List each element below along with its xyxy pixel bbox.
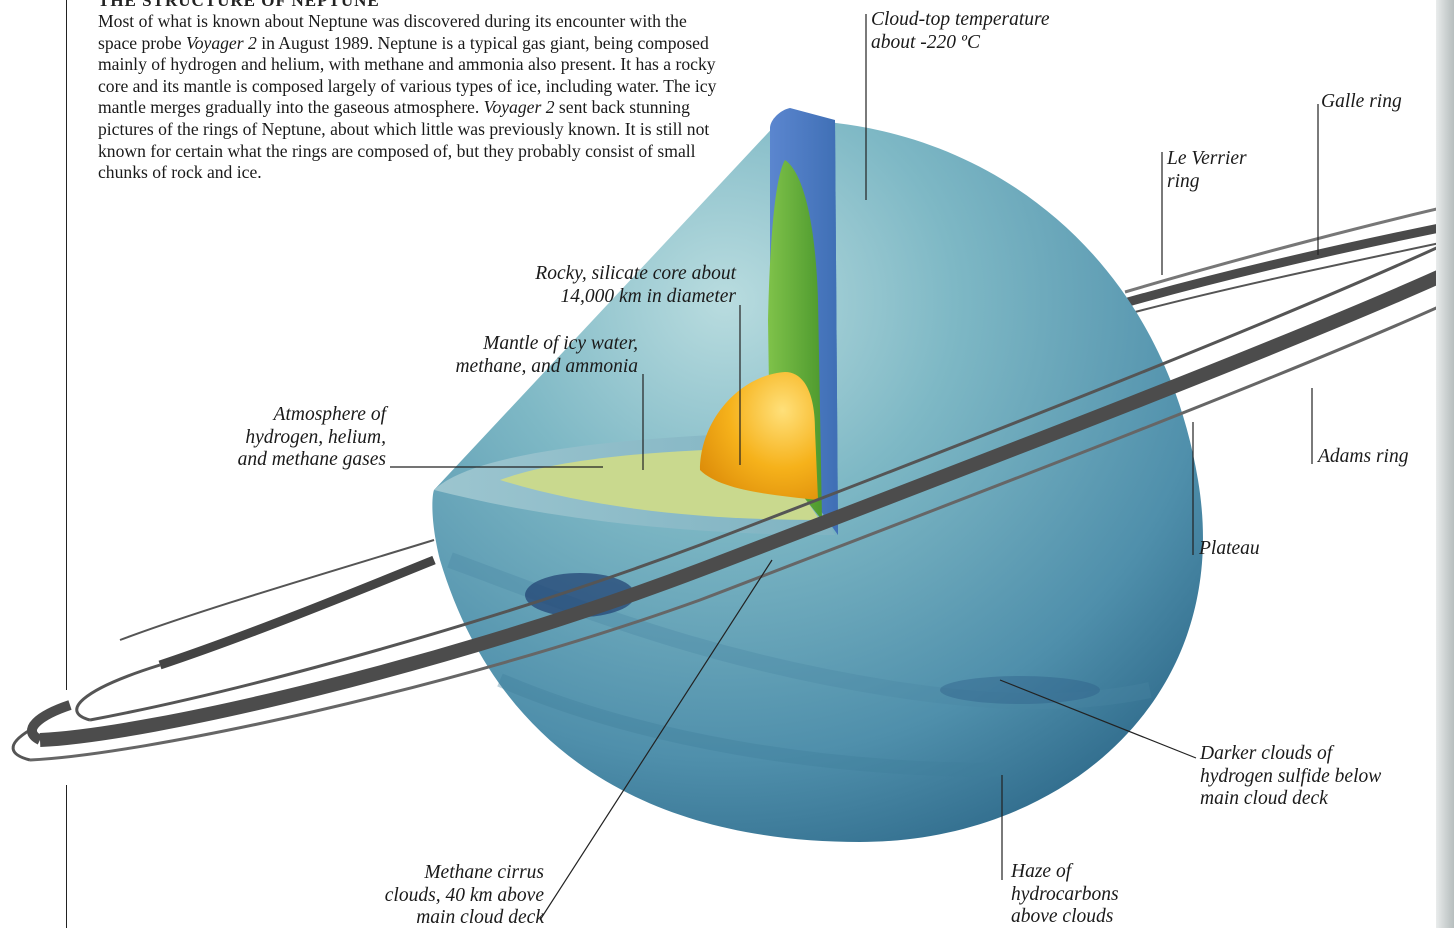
label-rocky-core: Rocky, silicate core about 14,000 km in … — [535, 263, 736, 308]
label-atmosphere: Atmosphere of hydrogen, helium, and meth… — [238, 404, 386, 472]
label-plateau: Plateau — [1199, 538, 1260, 561]
intro-probe-name: Voyager 2 — [484, 97, 555, 117]
label-le-verrier-ring: Le Verrier ring — [1167, 148, 1247, 193]
label-haze: Haze of hydrocarbons above clouds — [1011, 861, 1119, 929]
page-rule-top — [66, 0, 67, 690]
label-cloud-top-temperature: Cloud-top temperature about -220 ºC — [871, 9, 1050, 54]
label-adams-ring: Adams ring — [1318, 446, 1408, 469]
page-edge — [1436, 0, 1454, 928]
section-heading: THE STRUCTURE OF NEPTUNE — [98, 0, 380, 11]
label-methane-cirrus: Methane cirrus clouds, 40 km above main … — [385, 862, 544, 930]
label-mantle: Mantle of icy water, methane, and ammoni… — [455, 333, 638, 378]
intro-probe-name: Voyager 2 — [186, 33, 257, 53]
label-darker-clouds: Darker clouds of hydrogen sulfide below … — [1200, 743, 1381, 811]
page-rule-bottom — [66, 785, 67, 928]
neptune-sphere — [432, 108, 1203, 842]
label-galle-ring: Galle ring — [1321, 91, 1402, 114]
intro-paragraph: Most of what is known about Neptune was … — [98, 11, 718, 184]
